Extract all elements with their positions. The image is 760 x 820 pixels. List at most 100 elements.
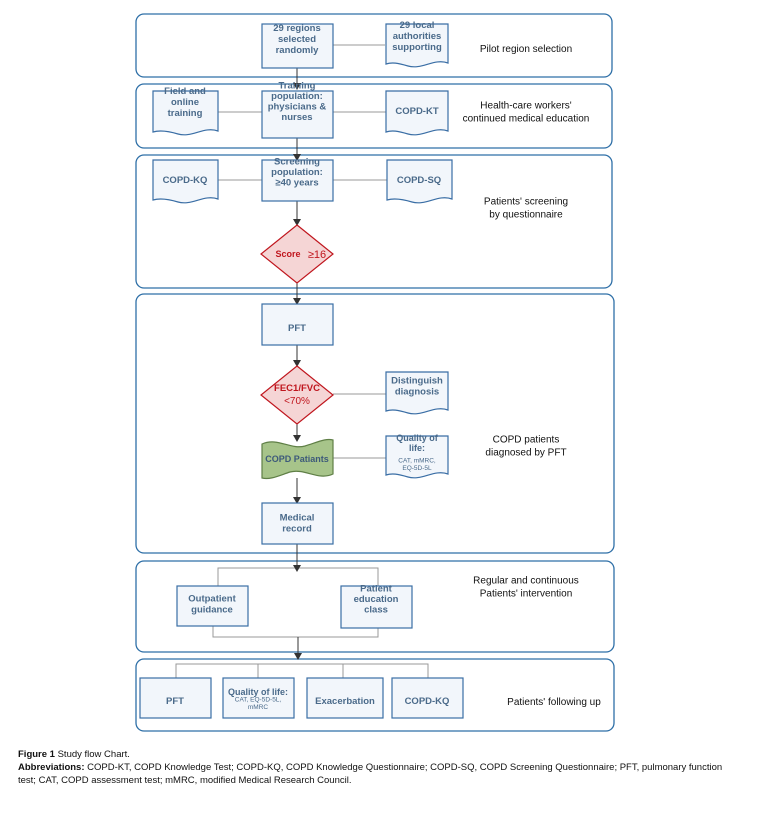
label-regions-line: 29 regions — [273, 23, 321, 34]
stage-pilot-selection — [135, 13, 613, 78]
label-score-value: ≥16 — [308, 249, 326, 261]
label-training-population-line: physicians & — [268, 101, 327, 112]
label-authorities-line: 29 local — [400, 20, 435, 31]
nodes — [139, 23, 464, 719]
label-qol-diag-detail-line: CAT, mMRC, — [398, 457, 436, 464]
node-copd-kq — [152, 159, 219, 204]
label-training-population-line: Training — [279, 80, 316, 91]
label-authorities-line: authorities — [393, 31, 442, 42]
label-regions-line: randomly — [276, 45, 319, 56]
label-screening-population-line: ≥40 years — [275, 178, 318, 189]
label-fu-qol-title: Quality of life: — [228, 687, 288, 697]
label-fu-exacerbation-line: Exacerbation — [315, 696, 375, 707]
label-fu-qol-detail-line: CAT, EQ-5D-5L, — [235, 696, 282, 703]
abbreviations-label: Abbreviations: — [18, 762, 85, 773]
stage-label-screening-line: by questionnaire — [489, 210, 563, 221]
label-outpatient-line: guidance — [191, 605, 233, 616]
label-fec: FEC1/FVC — [274, 383, 320, 394]
label-pft: PFT — [288, 323, 306, 334]
label-copd-sq: COPD-SQ — [397, 175, 441, 186]
node-fu-pft — [139, 677, 212, 719]
node-pft — [261, 303, 334, 346]
node-local-authorities — [385, 23, 449, 68]
label-copd-patients: COPD Patiants — [265, 454, 329, 464]
label-fu-pft-line: PFT — [166, 696, 184, 707]
label-copd-kt: COPD-KT — [395, 106, 438, 117]
stage-label-screening: Patients' screening by questionnaire — [484, 197, 568, 221]
node-medical-record — [261, 502, 334, 545]
stage-intervention — [135, 560, 615, 653]
node-copd-sq — [386, 159, 453, 204]
stage-follow-up — [135, 658, 615, 732]
node-copd-patients — [261, 438, 334, 480]
stage-label-intervention-line: Patients' intervention — [480, 589, 573, 600]
node-screening-population — [261, 159, 334, 202]
figure-caption: Figure 1 Study flow Chart. Abbreviations… — [18, 748, 742, 787]
decision-fec1-fvc — [260, 365, 334, 425]
label-regions-line: selected — [278, 34, 316, 45]
label-outpatient-line: Outpatient — [188, 594, 236, 605]
node-training-population — [261, 90, 334, 139]
stage-diagnosis — [135, 293, 615, 554]
node-regions-selected — [261, 23, 334, 69]
label-fu-copd-kq-line: COPD-KQ — [405, 696, 450, 707]
label-education-line: Patient — [360, 584, 393, 595]
label-fu-qol-detail: CAT, EQ-5D-5L,mMRC — [235, 696, 282, 711]
label-copd-kt-line: COPD-KT — [395, 106, 438, 117]
node-fu-exacerbation — [306, 677, 384, 719]
label-training-population-line: nurses — [281, 112, 312, 123]
node-copd-kt — [385, 90, 449, 136]
label-copd-kq: COPD-KQ — [163, 175, 208, 186]
figure-title: Study flow Chart. — [57, 749, 130, 760]
label-qol-diag-title-line: life: — [409, 443, 425, 453]
stage-label-education: Health-care workers' continued medical ed… — [463, 101, 590, 125]
node-distinguish-diagnosis — [385, 371, 449, 415]
label-authorities-line: supporting — [392, 42, 442, 53]
label-distinguish-line: diagnosis — [395, 387, 439, 398]
label-qol-diag-detail: CAT, mMRC,EQ-5D-5L — [398, 457, 436, 472]
label-field-training-line: Field and — [164, 86, 206, 97]
label-fu-qol-title-line: Quality of life: — [228, 687, 288, 697]
label-training-population-line: population: — [271, 91, 323, 102]
stage-screening — [135, 154, 613, 289]
decision-score — [260, 224, 334, 284]
label-fu-exacerbation: Exacerbation — [315, 696, 375, 707]
label-qol-diag-title-line: Quality of — [396, 433, 439, 443]
label-field-training-line: online — [171, 97, 199, 108]
node-outpatient-guidance — [176, 585, 249, 627]
label-pft-line: PFT — [288, 323, 306, 334]
node-field-online-training — [152, 90, 219, 136]
label-fec-value: <70% — [284, 396, 310, 407]
label-copd-sq-line: COPD-SQ — [397, 175, 441, 186]
stage-label-diagnosis-line: diagnosed by PFT — [485, 448, 566, 459]
stage-label-education-line: continued medical education — [463, 114, 590, 125]
label-score: Score — [275, 249, 300, 259]
label-field-training-line: training — [168, 108, 203, 119]
stage-label-screening-line: Patients' screening — [484, 197, 568, 208]
node-education-class — [340, 585, 413, 629]
label-education-line: education — [354, 594, 399, 605]
label-distinguish-line: Distinguish — [391, 376, 443, 387]
flow-arrows — [293, 68, 302, 660]
stage-label-pilot: Pilot region selection — [480, 44, 572, 55]
stage-label-education-line: Health-care workers' — [480, 101, 571, 112]
stage-label-intervention-line: Regular and continuous — [473, 576, 579, 587]
connector-lines — [175, 44, 429, 678]
label-fu-qol-detail-line: mMRC — [248, 704, 269, 711]
label-screening-population-line: population: — [271, 167, 323, 178]
label-fu-pft: PFT — [166, 696, 184, 707]
figure-title-line: Figure 1 Study flow Chart. — [18, 748, 742, 761]
node-fu-quality-of-life — [222, 677, 295, 719]
label-medical-record-line: Medical — [280, 513, 315, 524]
